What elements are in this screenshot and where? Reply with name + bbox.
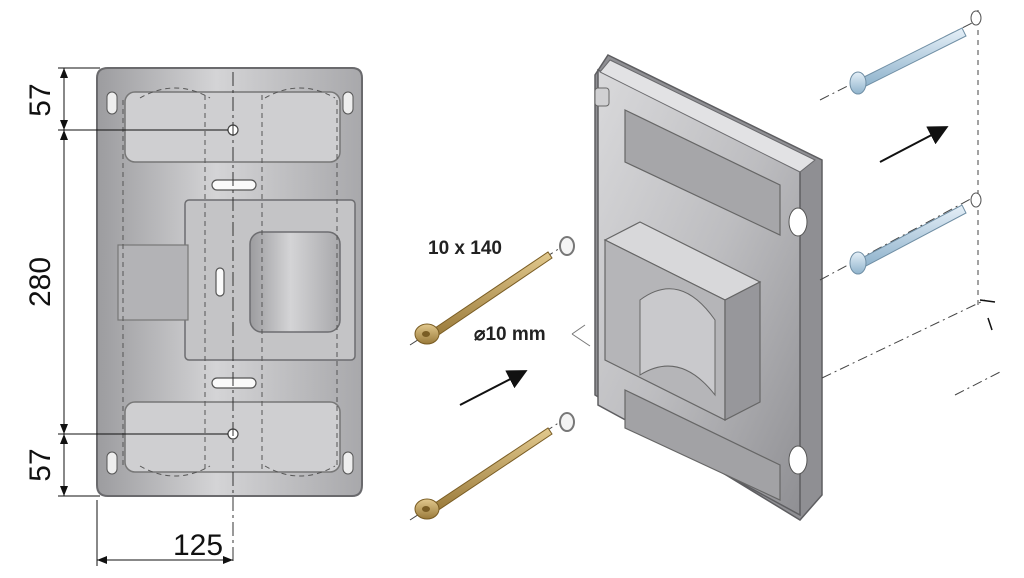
washer-lower (559, 412, 575, 432)
front-slot-lower (211, 377, 257, 389)
iso-view (594, 54, 823, 521)
iso-top-ledge (599, 59, 816, 173)
front-corner-tr (342, 91, 354, 115)
iso-top-recess (624, 109, 781, 236)
front-corner-br (342, 451, 354, 475)
diameter-leader (571, 324, 591, 347)
small-dim-mark (979, 299, 996, 331)
dim-width-label: 125 (173, 529, 223, 562)
iso-hole-lower (788, 445, 808, 475)
front-slot-mid (215, 267, 225, 297)
dim-top-label: 57 (24, 83, 57, 116)
iso-bottom-recess (624, 389, 781, 501)
anchor-upper (819, 10, 982, 101)
diameter-label: ⌀10 mm (474, 324, 546, 345)
anchor-lower (819, 192, 982, 281)
front-left-rib (117, 244, 189, 321)
iso-peg (594, 87, 610, 107)
projection-line-1 (821, 299, 986, 379)
iso-center-block-side (724, 281, 761, 421)
washer-upper (559, 236, 575, 256)
screw-lower (409, 412, 575, 521)
dim-middle-label: 280 (24, 257, 57, 307)
screw-upper (409, 236, 575, 346)
front-slot-upper (211, 179, 257, 191)
dim-bottom-label: 57 (24, 448, 57, 481)
projection-line-2 (954, 371, 1001, 396)
front-hidden-lines (122, 87, 338, 477)
front-center-cylinder (249, 231, 341, 333)
front-view (96, 67, 363, 562)
front-corner-bl (106, 451, 118, 475)
screw-size-label: 10 x 140 (428, 238, 502, 259)
arrow-left (459, 370, 528, 406)
dimension-lines (58, 67, 233, 566)
front-corner-tl (106, 91, 118, 115)
iso-hole-upper (788, 207, 808, 237)
arrow-right (879, 126, 949, 163)
iso-center-cylinder (639, 288, 716, 397)
